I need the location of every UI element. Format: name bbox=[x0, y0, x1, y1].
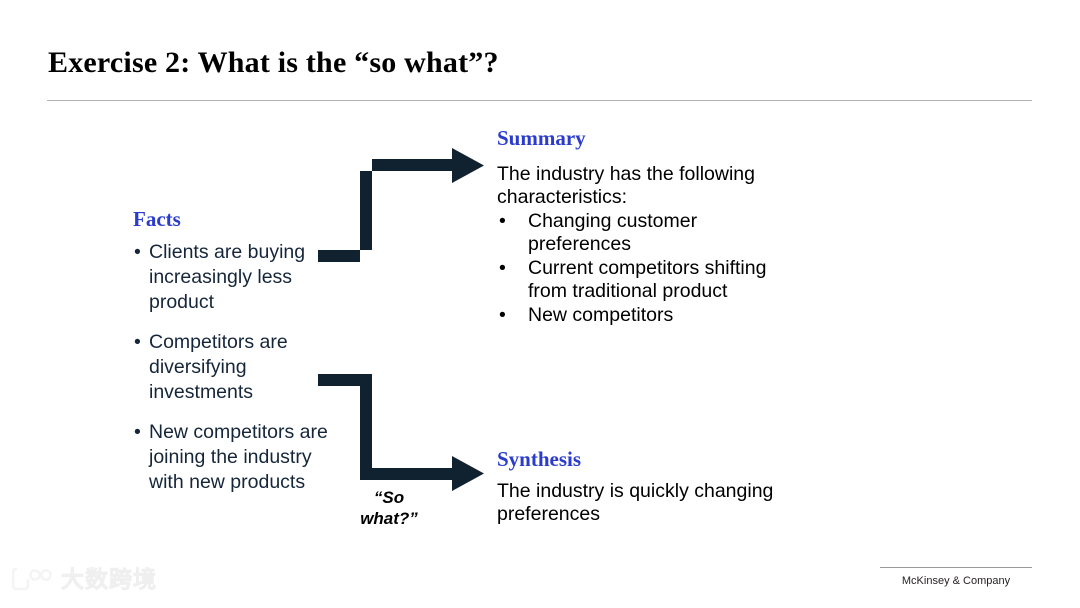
facts-to-summary-arrow bbox=[318, 148, 484, 262]
bullet-glyph: • bbox=[134, 241, 141, 263]
summary-bullet-list: • Changing customer preferences • Curren… bbox=[497, 210, 802, 327]
watermark: 大数跨境 bbox=[11, 566, 157, 593]
summary-heading: Summary bbox=[497, 126, 586, 150]
list-item: • New competitors are joining the indust… bbox=[133, 420, 333, 495]
list-item-label: Current competitors shifting from tradit… bbox=[528, 257, 767, 302]
summary-lead-text: The industry has the following character… bbox=[497, 163, 755, 208]
facts-heading: Facts bbox=[133, 207, 181, 231]
footer-divider bbox=[880, 567, 1032, 568]
watermark-text: 大数跨境 bbox=[61, 566, 157, 593]
synthesis-body: The industry is quickly changing prefere… bbox=[497, 480, 774, 525]
list-item-label: Competitors are diversifying investments bbox=[149, 331, 288, 403]
bullet-glyph: • bbox=[499, 257, 506, 279]
facts-bullet-list: • Clients are buying increasingly less p… bbox=[133, 240, 333, 495]
bullet-glyph: • bbox=[499, 304, 506, 326]
bullet-glyph: • bbox=[134, 331, 141, 353]
synthesis-heading: Synthesis bbox=[497, 447, 582, 471]
so-what-line-1: “So bbox=[373, 488, 405, 507]
list-item: • Competitors are diversifying investmen… bbox=[133, 330, 333, 405]
facts-to-synthesis-arrow bbox=[318, 374, 484, 491]
so-what-line-2: what?” bbox=[360, 509, 418, 528]
list-item-label: Changing customer preferences bbox=[528, 210, 698, 255]
list-item-label: New competitors bbox=[528, 304, 674, 326]
bullet-glyph: • bbox=[134, 421, 141, 443]
list-item: • New competitors bbox=[497, 304, 802, 327]
list-item: • Clients are buying increasingly less p… bbox=[133, 240, 333, 315]
bullet-glyph: • bbox=[499, 210, 506, 232]
list-item: • Current competitors shifting from trad… bbox=[497, 257, 802, 303]
watermark-logo-icon bbox=[11, 566, 54, 592]
list-item-label: New competitors are joining the industry… bbox=[149, 421, 328, 493]
page-title: Exercise 2: What is the “so what”? bbox=[48, 46, 499, 79]
list-item: • Changing customer preferences bbox=[497, 210, 802, 256]
list-item-label: Clients are buying increasingly less pro… bbox=[149, 241, 306, 313]
so-what-caption: “So what?” bbox=[347, 487, 431, 529]
footer-brand: McKinsey & Company bbox=[901, 575, 1011, 587]
summary-body: The industry has the following character… bbox=[497, 163, 802, 327]
title-divider bbox=[47, 100, 1032, 101]
